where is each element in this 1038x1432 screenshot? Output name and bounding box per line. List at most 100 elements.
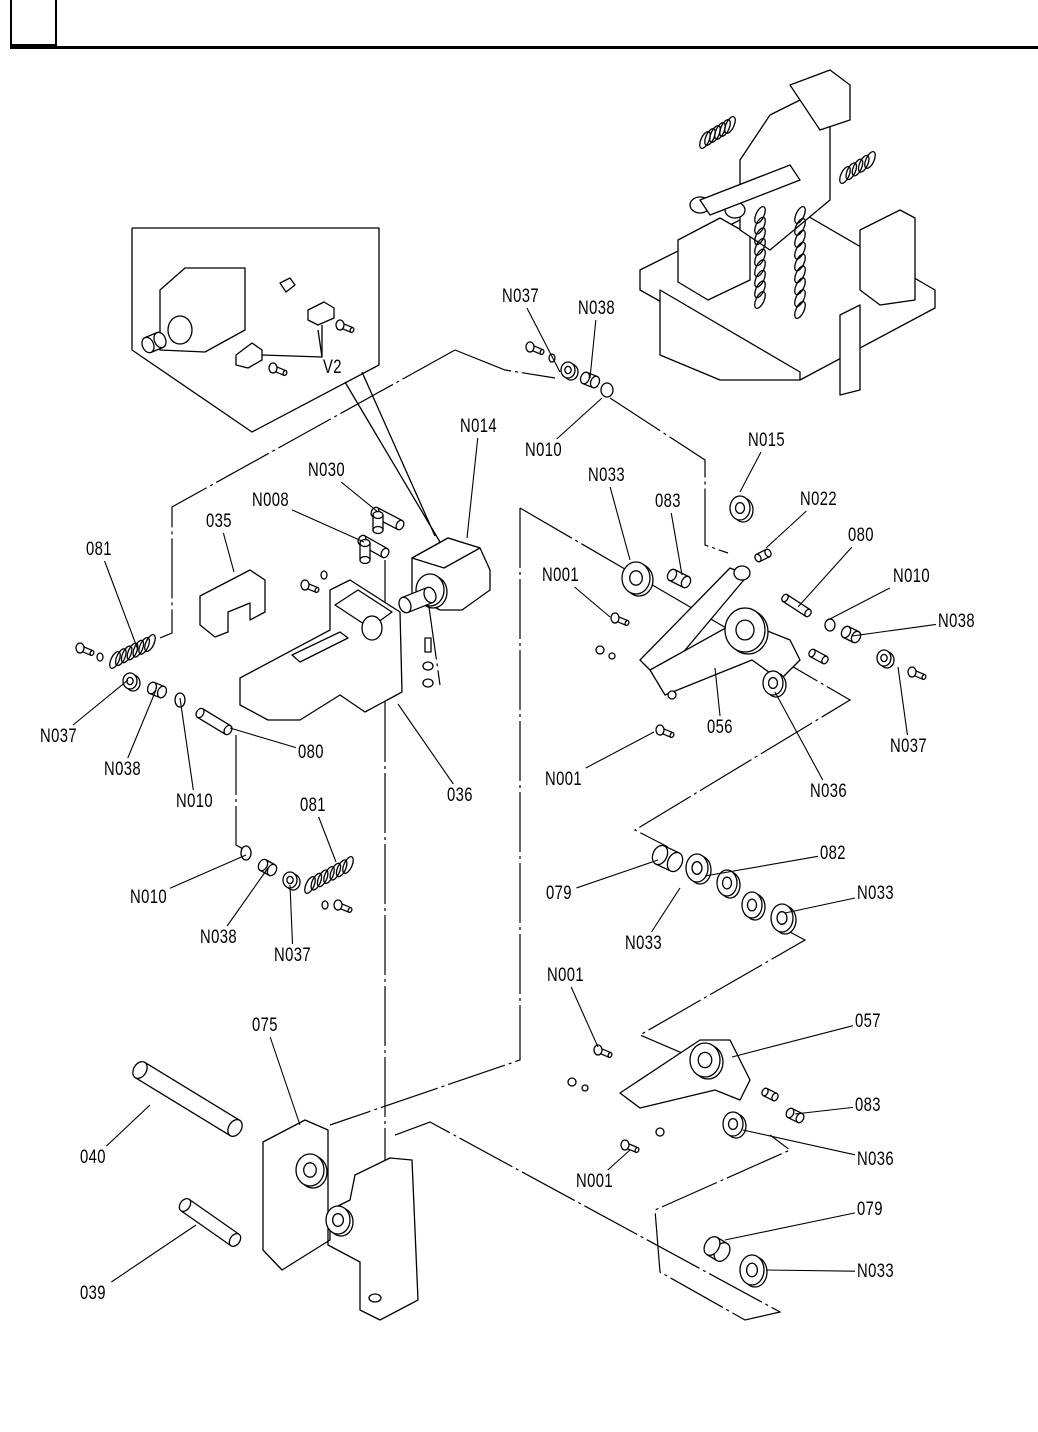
callout-039[interactable]: 039 (80, 1283, 106, 1304)
spring-seat-N037 (282, 871, 301, 891)
assembly-spring-d-coil (864, 151, 876, 169)
assembly-spring-b-coil (754, 291, 766, 309)
callout-N038-right[interactable]: N038 (938, 611, 975, 632)
screw (525, 341, 545, 356)
fitting-N008-elbow (359, 538, 371, 565)
setscrew-end (821, 655, 829, 665)
spacer-079 (651, 844, 684, 873)
leader-035 (222, 532, 235, 573)
spring-081-coil (138, 636, 151, 655)
assembly-spring-d-coil (851, 158, 864, 177)
callout-083-lower[interactable]: 083 (855, 1095, 881, 1116)
callout-N038-mid[interactable]: N038 (200, 927, 237, 948)
screw-head (907, 666, 917, 678)
roller-N036-bore (767, 676, 779, 690)
fitting-N030-elbow-end (372, 525, 384, 535)
callout-N038-top[interactable]: N038 (578, 298, 615, 319)
callout-N001-upper-b[interactable]: N001 (545, 769, 582, 790)
inset-v2-bracket (261, 325, 323, 358)
collar-N038 (840, 625, 862, 644)
pin-080-start (195, 707, 205, 719)
inset-label-V2: V2 (323, 357, 342, 378)
spring-081-coil (120, 645, 133, 664)
callout-N036-upper[interactable]: N036 (810, 781, 847, 802)
callout-N033-lower[interactable]: N033 (857, 1261, 894, 1282)
assembly-leg (839, 304, 861, 396)
callout-N037-mid[interactable]: N037 (274, 945, 311, 966)
collar-N038-start (840, 625, 852, 639)
callout-N030[interactable]: N030 (308, 460, 345, 481)
leader-N038-top (589, 319, 597, 379)
callout-N010-top[interactable]: N010 (525, 440, 562, 461)
callout-N010-left[interactable]: N010 (176, 791, 213, 812)
base-036-bore (361, 615, 383, 641)
leader-N015 (739, 451, 762, 493)
callout-N036-lower[interactable]: N036 (857, 1149, 894, 1170)
callout-N033-mid-r[interactable]: N033 (857, 883, 894, 904)
spring-081-coil (310, 872, 323, 891)
callout-N010-right[interactable]: N010 (893, 566, 930, 587)
inset-v2-bracket-2 (317, 329, 323, 358)
screw-shank-end (347, 906, 353, 914)
callout-080-left[interactable]: 080 (298, 742, 324, 763)
callout-N014[interactable]: N014 (460, 416, 497, 437)
parts-layer (75, 69, 936, 1321)
lever-057 (567, 1039, 805, 1288)
inset-rod-start (153, 331, 167, 349)
assembly-spring-c-coil (794, 206, 806, 224)
callout-035[interactable]: 035 (206, 511, 232, 532)
setscrew-start (808, 648, 816, 658)
callout-N037-right[interactable]: N037 (890, 736, 927, 757)
leader-079-mid (576, 859, 659, 889)
callout-080-right[interactable]: 080 (848, 525, 874, 546)
fitting-N008-elbow-end (359, 555, 371, 565)
roller-N036 (722, 1111, 747, 1139)
callout-079-lower[interactable]: 079 (857, 1199, 883, 1220)
inset-rod-end (141, 336, 155, 354)
pin-083-start (666, 568, 678, 582)
leader-080-right (797, 546, 853, 608)
callout-N038-left[interactable]: N038 (104, 759, 141, 780)
washer (581, 1084, 589, 1092)
screw-shank-end (89, 649, 95, 657)
assembly-line (454, 349, 556, 379)
spacer-079 (703, 1236, 731, 1262)
bearing-N033-b (770, 903, 797, 935)
leader-N033-mid-r (784, 897, 856, 914)
callout-082[interactable]: 082 (820, 843, 846, 864)
inset-sensor-b (307, 301, 335, 326)
callout-N037-top[interactable]: N037 (502, 286, 539, 307)
callout-N010-mid[interactable]: N010 (130, 887, 167, 908)
callout-N022[interactable]: N022 (800, 489, 837, 510)
assembly-line (519, 507, 852, 848)
leader-080-left (229, 727, 297, 749)
callout-057[interactable]: 057 (855, 1011, 881, 1032)
bearing-N033-a (685, 853, 712, 885)
callout-081-mid[interactable]: 081 (300, 795, 326, 816)
callout-N001-lower-a[interactable]: N001 (547, 965, 584, 986)
bolt-N001-a-head (610, 612, 620, 624)
callout-036[interactable]: 036 (447, 785, 473, 806)
callout-N033-upper[interactable]: N033 (588, 465, 625, 486)
callout-N033-mid-l[interactable]: N033 (625, 933, 662, 954)
callout-083-upper[interactable]: 083 (655, 491, 681, 512)
screw (907, 666, 927, 681)
callout-081-top[interactable]: 081 (86, 539, 112, 560)
washer (321, 900, 329, 910)
callout-N015[interactable]: N015 (748, 430, 785, 451)
callout-040[interactable]: 040 (80, 1147, 106, 1168)
callout-056[interactable]: 056 (707, 717, 733, 738)
leader-N001-upper-b (585, 731, 655, 769)
assembly-line (235, 735, 246, 851)
callout-N001-upper-a[interactable]: N001 (542, 565, 579, 586)
fitting-N030-elbow-start (372, 510, 384, 520)
callout-N008[interactable]: N008 (252, 490, 289, 511)
callout-N001-lower-b[interactable]: N001 (576, 1171, 613, 1192)
spring-seat-N037-bore (564, 365, 572, 375)
callout-N037-left[interactable]: N037 (40, 726, 77, 747)
pin-083 (785, 1107, 805, 1124)
callout-075[interactable]: 075 (252, 1015, 278, 1036)
callout-079-mid[interactable]: 079 (546, 883, 572, 904)
spring-081-coil (132, 639, 145, 658)
